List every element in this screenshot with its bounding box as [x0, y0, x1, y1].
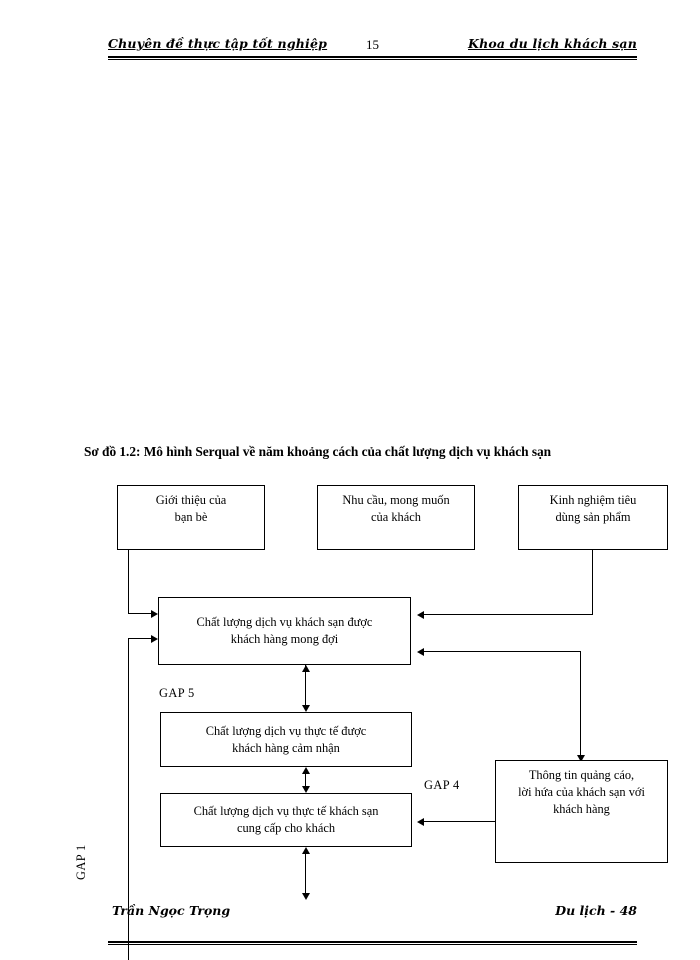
arrowhead-gap5-up [302, 665, 310, 672]
connector-promotion-vertical [580, 651, 581, 761]
footer-class: Du lịch - 48 [555, 903, 637, 918]
box-promotion-info-text: Thông tin quảng cáo, lời hứa của khách s… [518, 768, 645, 817]
box-experience-text: Kinh nghiệm tiêu dùng sản phẩm [549, 493, 637, 525]
gap-5-label: GAP 5 [159, 686, 195, 700]
connector-gap1-vertical [128, 638, 129, 960]
arrowhead-delivered-up [302, 847, 310, 854]
header-right-title: Khoa du lịch khách sạn [468, 36, 637, 51]
box-perceived-quality: Chất lượng dịch vụ thực tế được khách hà… [160, 712, 412, 767]
connector-promotion-horizontal [424, 651, 581, 652]
connector-perceived-delivered-vertical [305, 774, 306, 787]
box-referral: Giới thiệu của bạn bè [117, 485, 265, 550]
arrowhead-experience-to-expected [417, 611, 424, 619]
header-rule [108, 56, 637, 60]
box-expected-quality-text: Chất lượng dịch vụ khách sạn được khách … [196, 614, 373, 646]
box-referral-text: Giới thiệu của bạn bè [155, 493, 227, 525]
arrowhead-perceived-up [302, 767, 310, 774]
header-left-title: Chuyên đề thực tập tốt nghiệp [108, 36, 328, 51]
page-header: Chuyên đề thực tập tốt nghiệp 15 Khoa du… [108, 36, 637, 56]
arrowhead-gap1-bottom-down [302, 893, 310, 900]
arrowhead-referral-to-expected [151, 610, 158, 618]
arrowhead-gap4-to-delivered [417, 818, 424, 826]
arrowhead-gap5-down [302, 705, 310, 712]
arrowhead-promotion-to-expected [417, 648, 424, 656]
box-delivered-quality-text: Chất lượng dịch vụ thực tế khách sạn cun… [193, 803, 379, 835]
figure-caption: Sơ đồ 1.2: Mô hình Serqual về năm khoảng… [84, 444, 552, 459]
arrowhead-delivered-down [302, 786, 310, 793]
connector-experience-vertical [592, 550, 593, 615]
connector-referral-vertical [128, 550, 129, 614]
box-experience: Kinh nghiệm tiêu dùng sản phẩm [518, 485, 668, 550]
connector-delivered-down-vertical [305, 854, 306, 894]
box-delivered-quality: Chất lượng dịch vụ thực tế khách sạn cun… [160, 793, 412, 847]
connector-referral-horizontal [128, 613, 152, 614]
arrowhead-to-promotion-box [577, 755, 585, 762]
arrowhead-gap1-to-expected [151, 635, 158, 643]
connector-experience-horizontal [424, 614, 593, 615]
connector-gap4-horizontal [424, 821, 496, 822]
box-promotion-info: Thông tin quảng cáo, lời hứa của khách s… [495, 760, 668, 863]
gap-4-label: GAP 4 [424, 778, 460, 792]
box-perceived-quality-text: Chất lượng dịch vụ thực tế được khách hà… [205, 723, 367, 755]
box-needs: Nhu cầu, mong muốn của khách [317, 485, 475, 550]
header-page-number: 15 [366, 37, 379, 52]
connector-gap1-horizontal [128, 638, 152, 639]
connector-gap5-vertical [305, 672, 306, 706]
box-expected-quality: Chất lượng dịch vụ khách sạn được khách … [158, 597, 411, 665]
box-needs-text: Nhu cầu, mong muốn của khách [342, 493, 450, 525]
footer-rule [108, 941, 637, 945]
gap-1-label: GAP 1 [74, 844, 88, 880]
footer-author: Trần Ngọc Trọng [112, 903, 231, 918]
